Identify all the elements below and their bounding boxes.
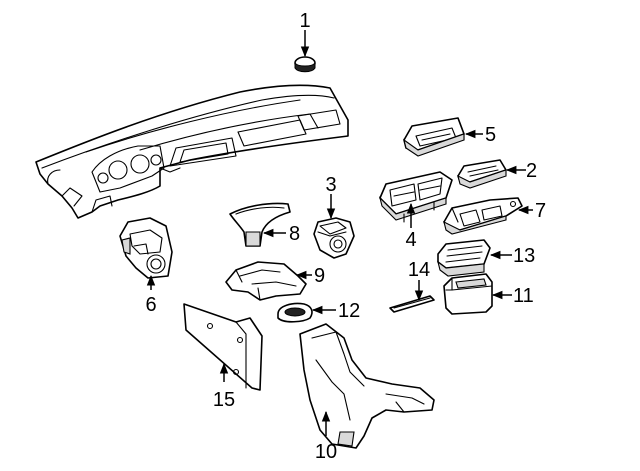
part-9-duct <box>225 261 307 301</box>
callout-10: 10 <box>315 441 337 463</box>
callout-4: 4 <box>405 229 416 251</box>
callout-9: 9 <box>314 265 325 287</box>
callout-2: 2 <box>526 160 537 182</box>
callout-labels: 1 2 3 4 5 6 7 8 9 10 11 12 13 14 15 <box>145 10 546 463</box>
part-5-vent <box>403 117 465 157</box>
callout-6: 6 <box>145 294 156 316</box>
instrument-panel <box>35 84 349 219</box>
part-14-seal-strip <box>389 295 435 313</box>
part-10-duct <box>299 323 435 449</box>
part-12-vent <box>277 302 313 323</box>
leader-lines <box>146 30 533 436</box>
part-11-vent-box <box>443 273 493 315</box>
callout-13: 13 <box>513 245 535 267</box>
part-8-nozzle <box>229 202 291 247</box>
callout-3: 3 <box>325 174 336 196</box>
part-15-panel <box>183 303 263 391</box>
callout-14: 14 <box>408 259 430 281</box>
callout-7: 7 <box>535 200 546 222</box>
part-1-cap <box>294 56 316 73</box>
callout-11: 11 <box>513 285 534 307</box>
callout-12: 12 <box>338 300 360 322</box>
callout-8: 8 <box>289 223 300 245</box>
part-7-vent-duct <box>443 197 523 235</box>
part-13-vent <box>437 239 491 277</box>
part-6-housing <box>119 217 173 279</box>
part-3-duct <box>313 217 355 259</box>
callout-5: 5 <box>485 124 496 146</box>
callout-1: 1 <box>299 10 310 32</box>
part-2-vent <box>457 159 507 189</box>
callout-15: 15 <box>213 389 235 411</box>
part-4-vent-assembly <box>378 171 453 223</box>
